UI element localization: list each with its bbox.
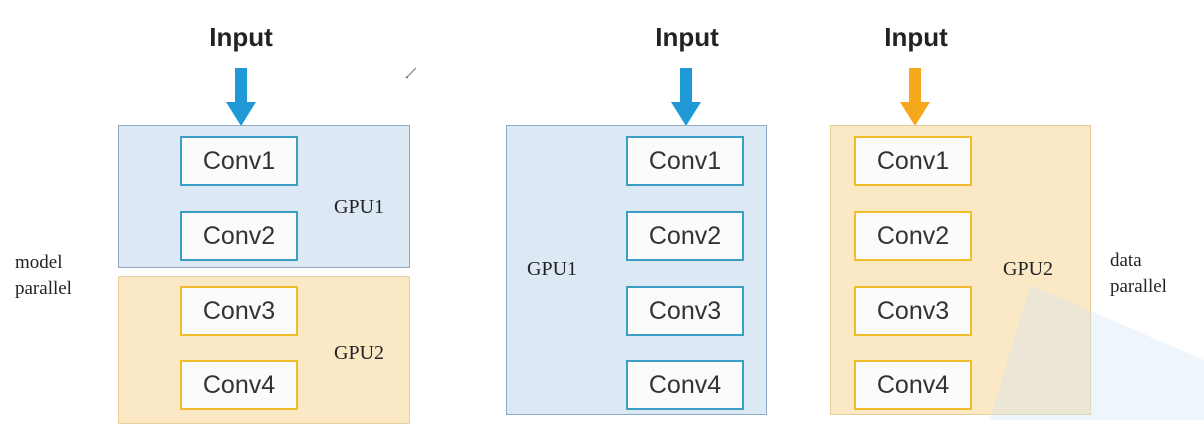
conv3-block: Conv3 (854, 286, 972, 336)
conv1-block: Conv1 (180, 136, 298, 186)
model-parallel-caption: model parallel (15, 250, 72, 302)
conv4-block: Conv4 (854, 360, 972, 410)
blue-down-arrow-icon (226, 68, 256, 126)
conv2-block: Conv2 (180, 211, 298, 261)
conv4-block: Conv4 (180, 360, 298, 410)
conv1-block: Conv1 (626, 136, 744, 186)
caption-line: model (15, 252, 63, 273)
caption-line: parallel (1110, 276, 1167, 297)
gpu1-label: GPU1 (334, 196, 385, 218)
data-parallel-gpu1-input-label: Input (655, 22, 719, 52)
data-parallel-caption: data parallel (1110, 248, 1167, 300)
caption-line: data (1110, 250, 1142, 271)
gpu2-label: GPU2 (1003, 258, 1054, 280)
conv2-block: Conv2 (626, 211, 744, 261)
gpu1-label: GPU1 (527, 258, 578, 280)
blue-down-arrow-icon (671, 68, 701, 126)
data-parallel-gpu2-input-label: Input (884, 22, 948, 52)
conv3-block: Conv3 (626, 286, 744, 336)
caption-line: parallel (15, 278, 72, 299)
pencil-icon (405, 67, 417, 79)
conv3-block: Conv3 (180, 286, 298, 336)
model-parallel-input-label: Input (209, 22, 273, 52)
orange-down-arrow-icon (900, 68, 930, 126)
gpu2-label: GPU2 (334, 342, 385, 364)
conv2-block: Conv2 (854, 211, 972, 261)
conv1-block: Conv1 (854, 136, 972, 186)
conv4-block: Conv4 (626, 360, 744, 410)
